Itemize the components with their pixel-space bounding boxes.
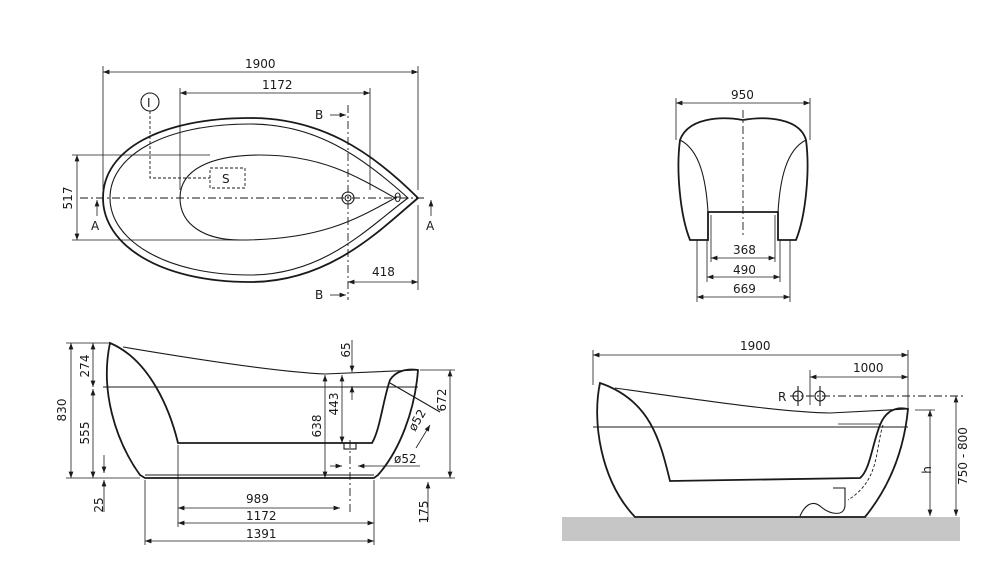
section-a-left: A — [91, 219, 100, 233]
side-section-view: 830 274 555 25 989 1172 1391 638 443 65 … — [55, 340, 455, 545]
floor — [562, 517, 960, 541]
dim-side-25: 25 — [92, 497, 106, 512]
overflow-marker: θ — [394, 191, 401, 205]
section-b-top: B — [315, 108, 323, 122]
top-view-basin — [179, 154, 397, 241]
tap-label: R — [778, 390, 786, 404]
installation-view: 1900 1000 R h 750 - 800 — [562, 339, 970, 541]
dim-install-1900: 1900 — [740, 339, 771, 353]
dim-install-1000: 1000 — [853, 361, 884, 375]
section-b-bottom: B — [315, 288, 323, 302]
dim-side-830: 830 — [55, 399, 69, 422]
overflow-hose — [847, 424, 884, 501]
dim-side-989: 989 — [246, 492, 269, 506]
end-view: 950 368 490 669 — [675, 88, 811, 302]
height-label: h — [920, 466, 934, 474]
dim-end-950: 950 — [731, 88, 754, 102]
dim-end-368: 368 — [733, 243, 756, 257]
drain-icon — [341, 191, 355, 205]
dim-side-274: 274 — [78, 355, 92, 378]
dim-overflow-diameter: ø52 — [405, 407, 428, 434]
dim-side-1391: 1391 — [246, 527, 277, 541]
installation-outline — [596, 381, 909, 518]
top-view: θ 1900 1172 517 418 A A B B I S — [61, 57, 435, 302]
dim-side-1172: 1172 — [246, 509, 277, 523]
side-section-outline — [106, 341, 419, 479]
dim-end-490: 490 — [733, 263, 756, 277]
box-label: S — [222, 172, 230, 186]
dim-top-1900: 1900 — [245, 57, 276, 71]
dim-top-418: 418 — [372, 265, 395, 279]
end-view-outline — [677, 117, 809, 241]
dim-drain-diameter: ø52 — [394, 452, 417, 466]
dim-side-65: 65 — [339, 342, 353, 357]
dim-side-672: 672 — [435, 389, 449, 412]
top-view-rim — [109, 123, 409, 276]
connection-box — [209, 167, 246, 189]
section-a-right: A — [426, 219, 435, 233]
dim-top-517: 517 — [61, 187, 75, 210]
inlet-marker: I — [147, 96, 151, 110]
dim-tap-height: 750 - 800 — [956, 427, 970, 485]
dim-top-1172: 1172 — [262, 78, 293, 92]
dim-end-669: 669 — [733, 282, 756, 296]
dim-side-555: 555 — [78, 422, 92, 445]
dim-side-443: 443 — [327, 393, 341, 416]
dim-side-638: 638 — [310, 415, 324, 438]
drain-trap — [799, 487, 846, 517]
dim-side-175: 175 — [417, 501, 431, 524]
